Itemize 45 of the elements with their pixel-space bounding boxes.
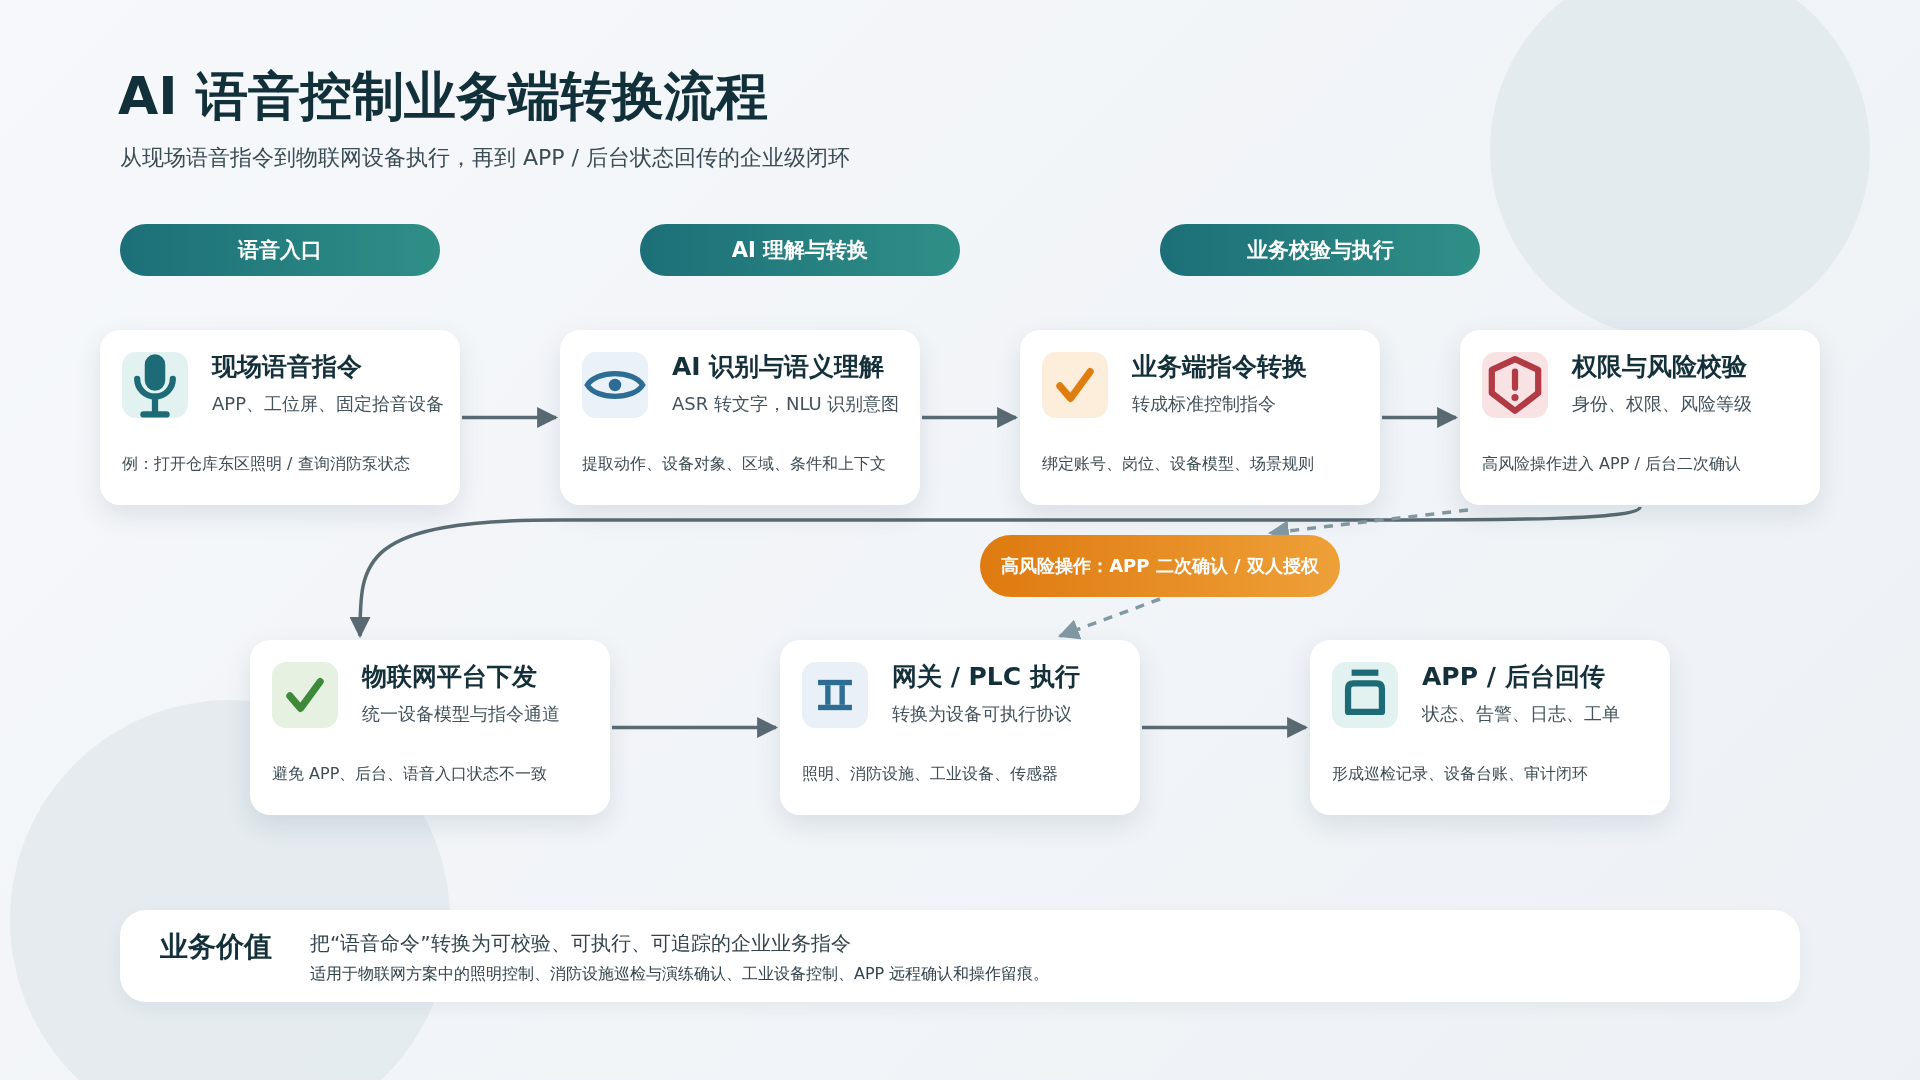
- arrow: [349, 505, 1641, 639]
- section-header-pill: 语音入口: [120, 224, 440, 276]
- card-title: 物联网平台下发: [362, 661, 537, 693]
- card-description: 照明、消防设施、工业设备、传感器: [802, 764, 1058, 785]
- card-title: 现场语音指令: [212, 351, 362, 383]
- card-subtitle: 转换为设备可执行协议: [892, 702, 1072, 726]
- dashed-arrow: [1058, 597, 1161, 640]
- card-title: 网关 / PLC 执行: [892, 661, 1080, 693]
- card-subtitle: ASR 转文字，NLU 识别意图: [672, 392, 900, 416]
- process-card: [1460, 330, 1820, 505]
- process-card: [780, 640, 1140, 815]
- arrow: [1382, 407, 1459, 428]
- card-description: 例：打开仓库东区照明 / 查询消防泵状态: [122, 454, 410, 475]
- section-header-pill: 业务校验与执行: [1160, 224, 1480, 276]
- card-subtitle: 身份、权限、风险等级: [1572, 392, 1752, 416]
- arrow: [612, 717, 779, 738]
- panel-heading: 业务价值: [160, 929, 272, 965]
- value-statement: 把“语音命令”转换为可校验、可执行、可追踪的企业业务指令: [310, 930, 851, 957]
- card-description: 避免 APP、后台、语音入口状态不一致: [272, 764, 548, 785]
- card-title: AI 识别与语义理解: [672, 351, 885, 383]
- process-card: [250, 640, 610, 815]
- value-note: 适用于物联网方案中的照明控制、消防设施巡检与演练确认、工业设备控制、APP 远程确认和操作留痕。: [310, 964, 1050, 985]
- risk-badge: 高风险操作：APP 二次确认 / 双人授权: [980, 535, 1340, 597]
- process-card: [560, 330, 920, 505]
- card-subtitle: 状态、告警、日志、工单: [1422, 702, 1620, 726]
- card-description: 形成巡检记录、设备台账、审计闭环: [1332, 764, 1588, 785]
- section-header-pill: AI 理解与转换: [640, 224, 960, 276]
- arrow: [922, 407, 1019, 428]
- card-description: 提取动作、设备对象、区域、条件和上下文: [582, 454, 886, 475]
- value-panel: [120, 910, 1800, 1002]
- card-description: 绑定账号、岗位、设备模型、场景规则: [1042, 454, 1314, 475]
- card-subtitle: 统一设备模型与指令通道: [362, 702, 560, 726]
- process-card: [100, 330, 460, 505]
- diagram-title: AI 语音控制业务端转换流程: [118, 65, 768, 128]
- process-card: [1310, 640, 1670, 815]
- card-title: APP / 后台回传: [1422, 661, 1605, 693]
- arrow: [1142, 717, 1309, 738]
- arrow: [462, 407, 559, 428]
- diagram-subtitle: 从现场语音指令到物联网设备执行，再到 APP / 后台状态回传的企业级闭环: [120, 144, 850, 172]
- process-card: [1020, 330, 1380, 505]
- card-description: 高风险操作进入 APP / 后台二次确认: [1482, 454, 1741, 475]
- card-subtitle: APP、工位屏、固定拾音设备: [212, 392, 445, 416]
- card-title: 业务端指令转换: [1132, 351, 1307, 383]
- card-title: 权限与风险校验: [1572, 351, 1747, 383]
- card-subtitle: 转成标准控制指令: [1132, 392, 1276, 416]
